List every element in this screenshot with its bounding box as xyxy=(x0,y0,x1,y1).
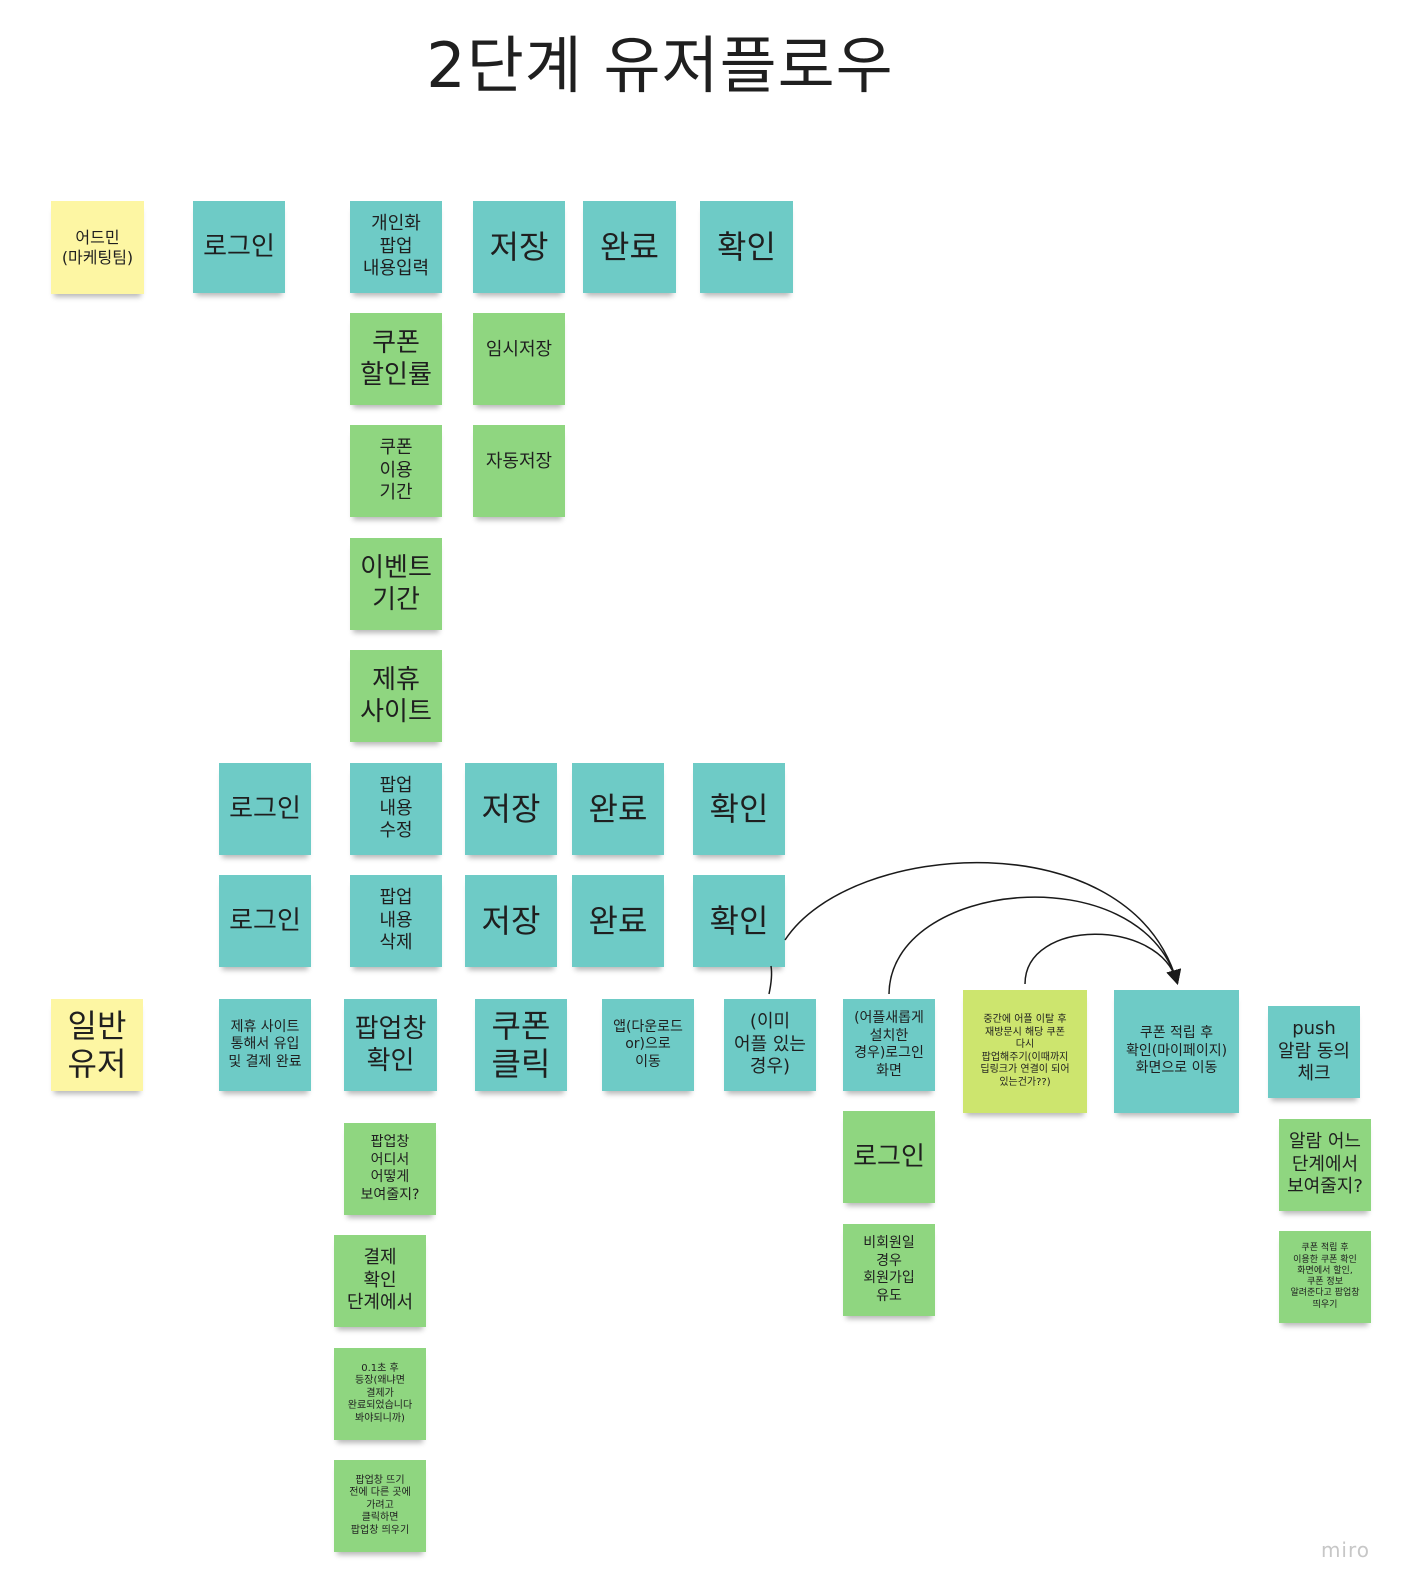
event-period-note[interactable]: 이벤트 기간 xyxy=(350,538,442,630)
step-coupon-saved-note[interactable]: 쿠폰 적립 후 확인(마이페이지) 화면으로 이동 xyxy=(1114,990,1239,1113)
guest-signup-note[interactable]: 비회원일 경우 회원가입 유도 xyxy=(843,1224,935,1316)
admin-save-note[interactable]: 저장 xyxy=(473,201,565,293)
partner-site-note[interactable]: 제휴 사이트 xyxy=(350,650,442,742)
admin-confirm-note[interactable]: 확인 xyxy=(700,201,793,293)
admin-login-note[interactable]: 로그인 xyxy=(193,201,285,293)
popup-payment-step-note[interactable]: 결제 확인 단계에서 xyxy=(334,1235,426,1327)
connector-app-installed-stub[interactable] xyxy=(768,965,773,995)
popup-where-note[interactable]: 팝업창 어디서 어떻게 보여줄지? xyxy=(344,1123,436,1215)
popup-edit-note[interactable]: 팝업 내용 수정 xyxy=(350,763,442,855)
popup-delay-note[interactable]: 0.1초 후 등장(왜냐면 결제가 완료되었습니다 봐야되니까) xyxy=(334,1348,426,1440)
connector-login-to-coupon-saved[interactable] xyxy=(888,896,1181,995)
step-push-consent-note[interactable]: push 알람 동의 체크 xyxy=(1268,1006,1360,1098)
popup-delete-note[interactable]: 팝업 내용 삭제 xyxy=(350,875,442,967)
step-popup-check-note[interactable]: 팝업창 확인 xyxy=(344,999,437,1091)
miro-logo: miro xyxy=(1320,1538,1370,1562)
admin-popup-input-note[interactable]: 개인화 팝업 내용입력 xyxy=(350,201,442,293)
connector-revisit-to-coupon-saved[interactable] xyxy=(1024,933,1182,985)
connector-delete-confirm-to-coupon-saved[interactable] xyxy=(784,861,1181,985)
step-new-install-login-note[interactable]: (어플새롭게 설치한 경우)로그인 화면 xyxy=(843,999,935,1091)
edit-confirm-note[interactable]: 확인 xyxy=(693,763,785,855)
actor-user-note[interactable]: 일반 유저 xyxy=(51,999,143,1091)
board-title: 2단계 유저플로우 xyxy=(426,29,894,102)
delete-complete-note[interactable]: 완료 xyxy=(572,875,664,967)
auto-save-note[interactable]: 자동저장 xyxy=(473,425,565,517)
popup-before-leave-note[interactable]: 팝업창 뜨기 전에 다른 곳에 가려고 클릭하면 팝업창 띄우기 xyxy=(334,1460,426,1552)
push-coupon-info-note[interactable]: 쿠폰 적립 후 이용한 쿠폰 확인 화면에서 할인, 쿠폰 정보 알려준다고 팝… xyxy=(1279,1231,1371,1323)
edit-login-note[interactable]: 로그인 xyxy=(219,763,311,855)
actor-admin-note[interactable]: 어드민 (마케팅팀) xyxy=(51,201,144,294)
delete-save-note[interactable]: 저장 xyxy=(465,875,557,967)
delete-confirm-note[interactable]: 확인 xyxy=(693,875,785,967)
edit-complete-note[interactable]: 완료 xyxy=(572,763,664,855)
step-app-move-note[interactable]: 앱(다운로드 or)으로 이동 xyxy=(602,999,694,1091)
temp-save-note[interactable]: 임시저장 xyxy=(473,313,565,405)
step-partner-checkout-note[interactable]: 제휴 사이트 통해서 유입 및 결제 완료 xyxy=(219,999,311,1091)
edit-save-note[interactable]: 저장 xyxy=(465,763,557,855)
coupon-period-note[interactable]: 쿠폰 이용 기간 xyxy=(350,425,442,517)
push-when-note[interactable]: 알람 어느 단계에서 보여줄지? xyxy=(1279,1119,1371,1211)
step-app-installed-note[interactable]: (이미 어플 있는 경우) xyxy=(724,999,816,1091)
step-revisit-popup-note[interactable]: 중간에 어플 이탈 후 재방문시 해당 쿠폰 다시 팝업해주기(이때까지 딥링크… xyxy=(963,990,1087,1113)
delete-login-note[interactable]: 로그인 xyxy=(219,875,311,967)
admin-complete-note[interactable]: 완료 xyxy=(583,201,676,293)
coupon-discount-note[interactable]: 쿠폰 할인률 xyxy=(350,313,442,405)
step-coupon-click-note[interactable]: 쿠폰 클릭 xyxy=(475,999,567,1091)
user-login-note[interactable]: 로그인 xyxy=(843,1111,935,1203)
